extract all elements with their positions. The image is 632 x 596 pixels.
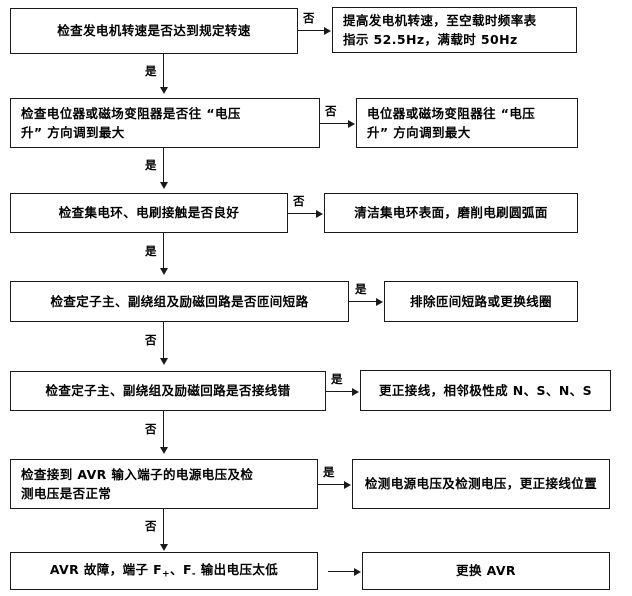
- decision-box-step5-label: 检查定子主、副绕组及励磁回路是否接线错: [45, 383, 291, 399]
- edge-label-step1-down: 是: [145, 64, 157, 78]
- action-box-step4[interactable]: 排除匝间短路或更换线圈: [384, 281, 578, 322]
- arrowhead-step1-down: [159, 87, 168, 94]
- decision-box-step4[interactable]: 检查定子主、副绕组及励磁回路是否匝间短路: [10, 281, 349, 322]
- edge-step1-to-action1: [298, 30, 324, 32]
- edge-label-step4-branch: 是: [355, 282, 367, 296]
- edge-step5-to-action5: [326, 391, 352, 393]
- decision-box-step3[interactable]: 检查集电环、电刷接触是否良好: [10, 193, 288, 233]
- edge-step3-to-step4: [163, 233, 165, 270]
- action-box-step7-label: 更换 AVR: [456, 563, 516, 579]
- arrowhead-step3-right: [316, 209, 323, 218]
- decision-box-step6-label: 检查接到 AVR 输入端子的电源电压及检 测电压是否正常: [21, 466, 254, 501]
- arrowhead-step1-right: [324, 26, 331, 35]
- arrowhead-step4-down: [159, 358, 168, 365]
- action-box-step6-label: 检测电源电压及检测电压，更正接线位置: [364, 476, 598, 492]
- edge-step7-to-action7: [328, 571, 354, 573]
- edge-step5-to-step6: [163, 411, 165, 449]
- edge-label-step3-down: 是: [145, 244, 157, 258]
- edge-step4-to-action4: [349, 301, 376, 303]
- terminal-box-step7-label: AVR 故障，端子 F+、F- 输出电压太低: [49, 561, 279, 580]
- decision-box-step4-label: 检查定子主、副绕组及励磁回路是否匝间短路: [50, 293, 309, 309]
- edge-step2-to-action2: [320, 123, 348, 125]
- action-box-step2-label: 电位器或磁场变阻器往 “电压 升” 方向调到最大: [367, 105, 536, 140]
- edge-label-step4-down: 否: [145, 333, 157, 347]
- action-box-step1-label: 提高发电机转速，至空载时频率表 指示 52.5Hz，满载时 50Hz: [343, 12, 537, 47]
- edge-step3-to-action3: [288, 213, 316, 215]
- decision-box-step6[interactable]: 检查接到 AVR 输入端子的电源电压及检 测电压是否正常: [10, 459, 318, 509]
- edge-label-step1-branch: 否: [303, 11, 315, 25]
- arrowhead-step6-down: [159, 544, 168, 551]
- arrowhead-step2-down: [159, 182, 168, 189]
- edge-step6-to-step7: [163, 509, 165, 546]
- edge-label-step6-branch: 是: [323, 465, 335, 479]
- decision-box-step1[interactable]: 检查发电机转速是否达到规定转速: [10, 8, 298, 54]
- decision-box-step3-label: 检查集电环、电刷接触是否良好: [58, 205, 240, 221]
- edge-label-step6-down: 否: [145, 519, 157, 533]
- edge-step6-to-action6: [318, 484, 344, 486]
- decision-box-step2-label: 检查电位器或磁场变阻器是否往 “电压 升” 方向调到最大: [21, 105, 241, 140]
- action-box-step6[interactable]: 检测电源电压及检测电压，更正接线位置: [352, 459, 610, 509]
- action-box-step3[interactable]: 清洁集电环表面，磨削电刷圆弧面: [324, 193, 578, 233]
- arrowhead-step6-right: [344, 480, 351, 489]
- edge-label-step3-branch: 否: [293, 194, 305, 208]
- arrowhead-step4-right: [376, 297, 383, 306]
- action-box-step5[interactable]: 更正接线，相邻极性成 N、S、N、S: [360, 370, 611, 411]
- decision-box-step5[interactable]: 检查定子主、副绕组及励磁回路是否接线错: [10, 371, 326, 411]
- arrowhead-step5-right: [352, 387, 359, 396]
- arrowhead-step7-right: [354, 567, 361, 576]
- decision-box-step1-label: 检查发电机转速是否达到规定转速: [57, 23, 251, 39]
- action-box-step4-label: 排除匝间短路或更换线圈: [410, 293, 552, 309]
- action-box-step3-label: 清洁集电环表面，磨削电刷圆弧面: [354, 205, 548, 221]
- action-box-step2[interactable]: 电位器或磁场变阻器往 “电压 升” 方向调到最大: [356, 98, 578, 148]
- edge-step4-to-step5: [163, 322, 165, 360]
- arrowhead-step5-down: [159, 447, 168, 454]
- action-box-step5-label: 更正接线，相邻极性成 N、S、N、S: [379, 382, 592, 398]
- action-box-step1[interactable]: 提高发电机转速，至空载时频率表 指示 52.5Hz，满载时 50Hz: [332, 7, 577, 53]
- arrowhead-step2-right: [348, 119, 355, 128]
- edge-step1-to-step2: [163, 54, 165, 89]
- edge-label-step2-down: 是: [145, 158, 157, 172]
- edge-label-step2-branch: 否: [325, 104, 337, 118]
- arrowhead-step3-down: [159, 268, 168, 275]
- edge-label-step5-down: 否: [145, 422, 157, 436]
- edge-label-step5-branch: 是: [331, 372, 343, 386]
- edge-step2-to-step3: [163, 148, 165, 184]
- decision-box-step2[interactable]: 检查电位器或磁场变阻器是否往 “电压 升” 方向调到最大: [10, 98, 320, 148]
- action-box-step7[interactable]: 更换 AVR: [362, 552, 610, 590]
- terminal-box-step7[interactable]: AVR 故障，端子 F+、F- 输出电压太低: [10, 552, 318, 590]
